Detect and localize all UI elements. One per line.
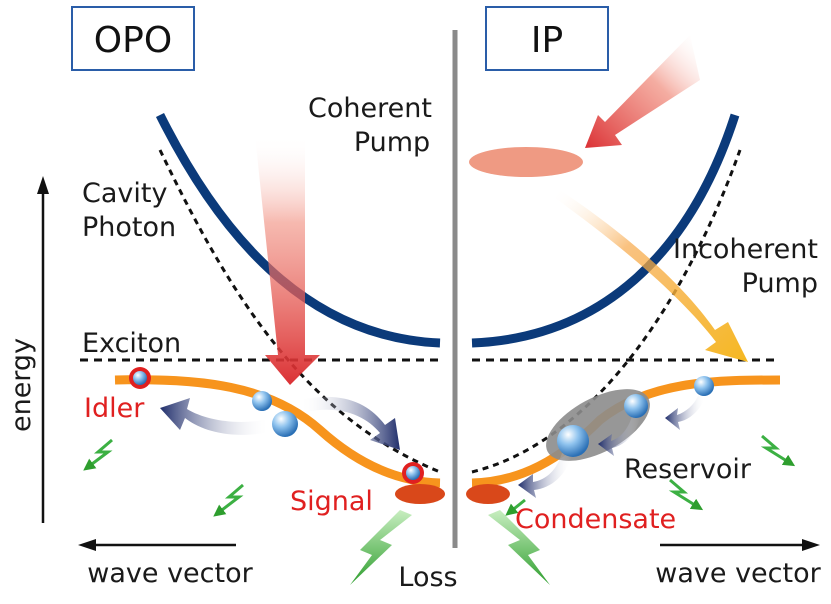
cavity-photon-label-line1: Cavity <box>82 178 167 209</box>
polariton-ball <box>624 394 648 418</box>
incoherent-pump-label-line1: Incoherent <box>673 234 818 265</box>
ip-pump-spot <box>469 147 583 177</box>
polariton-ball <box>557 425 589 457</box>
loss-bolt-left <box>350 510 412 585</box>
incoherent-pump-arrow <box>555 190 748 362</box>
cavity-photon-label-line2: Photon <box>82 212 176 243</box>
condensate-label: Condensate <box>515 504 676 535</box>
relax-arrow-2 <box>598 416 640 456</box>
polariton-ball <box>272 411 298 437</box>
wave-vector-left-label: wave vector <box>87 558 253 589</box>
upper-polariton-curve-right <box>471 113 740 348</box>
ip-title-box: IP <box>485 6 609 71</box>
loss-bolt-right <box>488 510 550 585</box>
energy-axis: energy <box>6 176 49 523</box>
idler-label: Idler <box>84 393 145 424</box>
scatter-arrow-to-signal <box>300 396 400 450</box>
scatter-arrow-to-idler <box>160 398 270 435</box>
loss-label: Loss <box>398 562 457 593</box>
coherent-pump-arrow <box>255 135 320 385</box>
ip-title: IP <box>531 20 563 61</box>
signal-label: Signal <box>290 486 373 517</box>
polariton-ball <box>252 391 272 411</box>
polariton-ball <box>694 376 714 396</box>
energy-axis-label: energy <box>6 338 37 432</box>
opo-title: OPO <box>94 20 172 61</box>
exciton-label: Exciton <box>82 328 181 359</box>
coherent-pump-label-line1: Coherent <box>308 93 432 124</box>
signal-marker <box>402 462 424 484</box>
wave-vector-right-label: wave vector <box>655 558 821 589</box>
opo-title-box: OPO <box>71 6 195 71</box>
ip-pump-arrow <box>585 35 700 148</box>
lower-polariton-curve-left <box>114 375 441 488</box>
wave-vector-axis-left: wave vector <box>78 539 254 589</box>
idler-marker <box>129 367 151 389</box>
signal-condensate-blob <box>395 484 445 504</box>
relax-arrow-3 <box>518 453 572 498</box>
incoherent-pump-label-line2: Pump <box>742 268 818 299</box>
coherent-pump-label-line2: Pump <box>354 127 430 158</box>
ip-condensate-blob <box>466 484 510 504</box>
wave-vector-axis-right: wave vector <box>655 539 822 589</box>
relax-arrow-1 <box>665 396 705 430</box>
small-loss-bolts <box>83 434 796 517</box>
reservoir-label: Reservoir <box>624 454 752 485</box>
